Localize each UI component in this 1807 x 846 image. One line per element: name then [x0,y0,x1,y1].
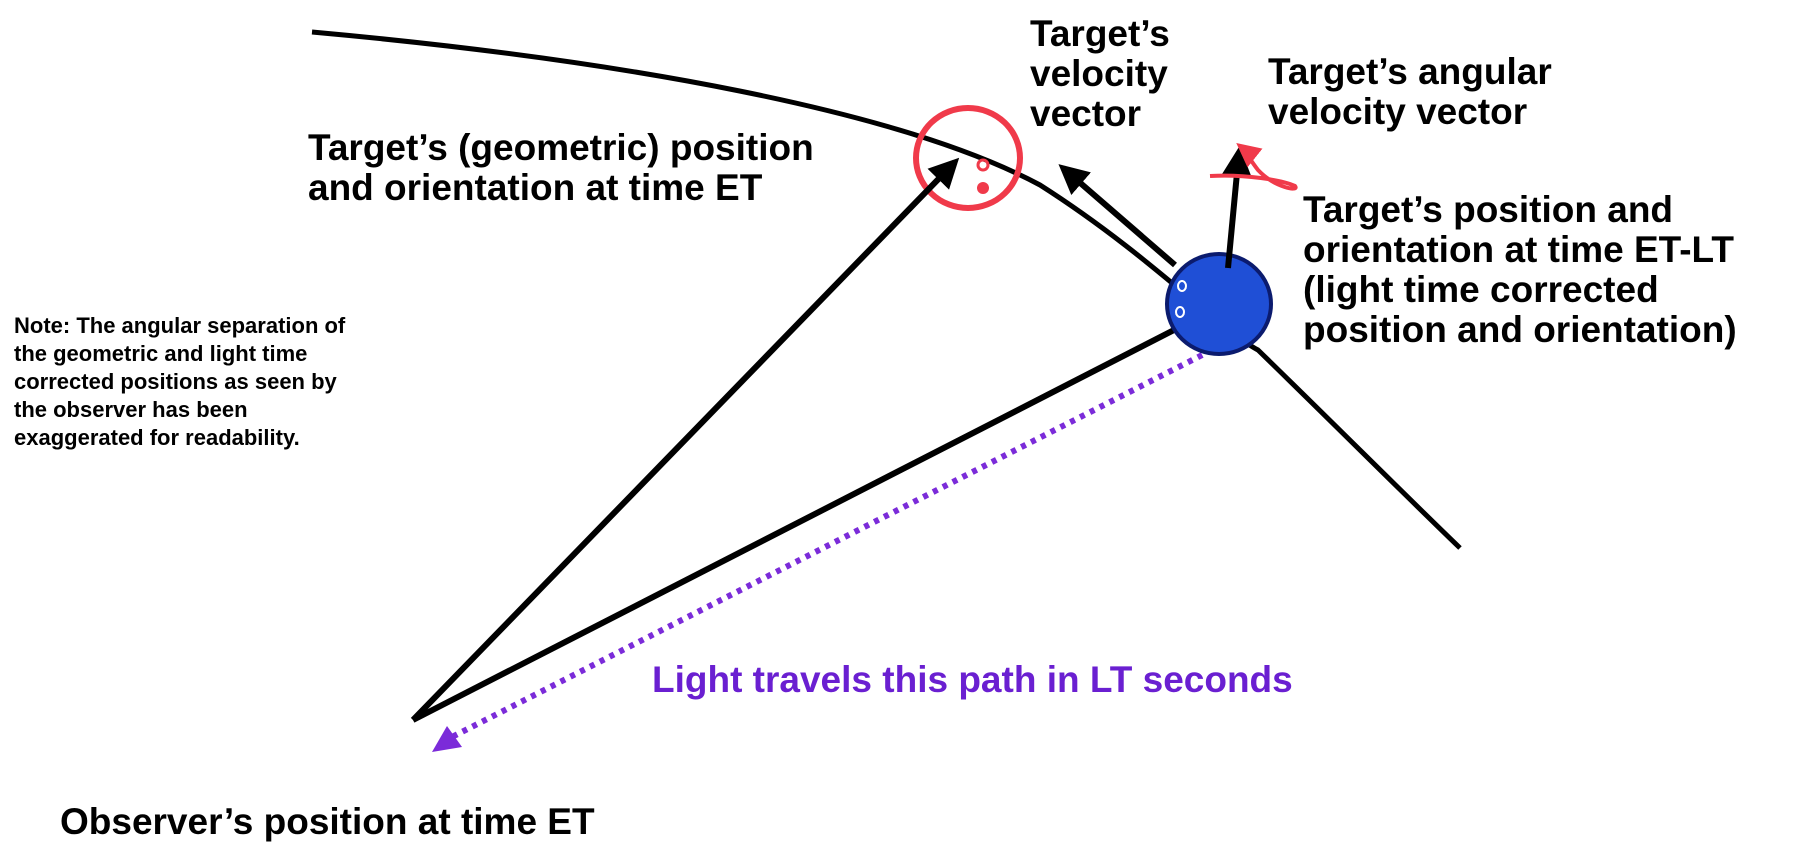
geometric-position-ring [913,105,1023,211]
velocity-vector-arrow [1058,164,1177,268]
geometric-position-dot-lower [977,182,989,194]
target-body-lt-corrected [1165,252,1273,356]
target-trajectory-curve [311,29,1462,550]
target-body-surface-mark-lower [1175,306,1185,318]
angular-velocity-vector-label: Target’s angular velocity vector [1268,51,1552,132]
geometric-position-label: Target’s (geometric) position and orient… [308,127,814,208]
light-path-arrowhead [432,726,462,752]
rotation-indicator-loop [1209,142,1298,191]
angular-velocity-vector-arrow [1221,146,1252,269]
lt-corrected-position-label: Target’s position and orientation at tim… [1303,189,1737,350]
velocity-vector-label: Target’s velocity vector [1030,13,1170,134]
observer-position-label: Observer’s position at time ET [60,801,595,842]
observer-to-geometric-vector [410,157,960,723]
geometric-position-dot-upper [976,158,990,172]
observer-to-lt-corrected-vector [411,307,1219,723]
readability-note: Note: The angular separation of the geom… [14,313,346,450]
light-path-label: Light travels this path in LT seconds [652,659,1293,700]
target-body-surface-mark-upper [1177,280,1187,292]
